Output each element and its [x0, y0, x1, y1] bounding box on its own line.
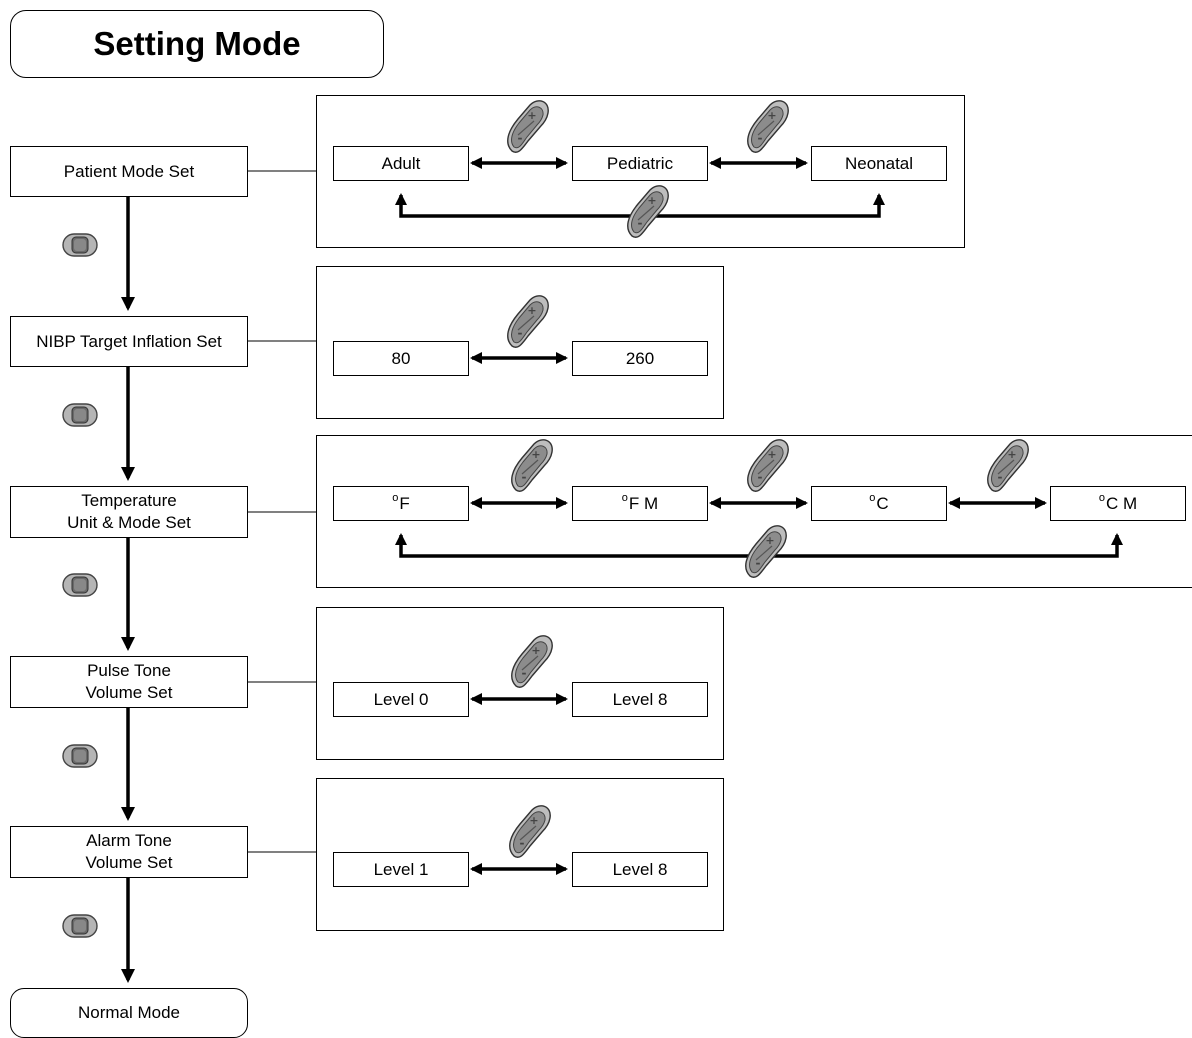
option-level-0: Level 0: [333, 682, 469, 717]
option-label: Level 8: [612, 689, 668, 709]
mode-key-icon: [62, 403, 98, 427]
panel-alarm-tone: [316, 778, 724, 931]
step-nibp-target: NIBP Target Inflation Set: [10, 316, 248, 367]
panel-temperature: [316, 435, 1192, 588]
option-label: Pediatric: [606, 153, 674, 173]
panel-patient-mode: [316, 95, 965, 248]
option-label: C: [876, 493, 889, 513]
option-label: 80: [391, 348, 411, 368]
option-level-8: Level 8: [572, 682, 708, 717]
mode-key-icon: [62, 744, 98, 768]
option-level-1: Level 1: [333, 852, 469, 887]
option-label: C M: [1105, 493, 1138, 513]
degree-symbol: o: [621, 491, 628, 504]
step-label-line1: NIBP Target Inflation Set: [36, 331, 222, 351]
option-label: Adult: [381, 153, 421, 173]
panel-connectors: [248, 170, 316, 853]
step-label-line2: Unit & Mode Set: [67, 513, 191, 532]
degree-symbol: o: [1098, 491, 1105, 504]
step-temperature: Temperature Unit & Mode Set: [10, 486, 248, 538]
option-label: Level 8: [612, 859, 668, 879]
step-label-line1: Patient Mode Set: [63, 161, 195, 181]
option-pediatric: Pediatric: [572, 146, 708, 181]
option-adult: Adult: [333, 146, 469, 181]
step-pulse-tone: Pulse Tone Volume Set: [10, 656, 248, 708]
panel-pulse-tone: [316, 607, 724, 760]
step-label-line1: Alarm Tone: [86, 831, 172, 850]
option-label: Level 0: [373, 689, 429, 709]
mode-key-icon: [62, 914, 98, 938]
page-title: Setting Mode: [10, 10, 384, 78]
option-80: 80: [333, 341, 469, 376]
normal-mode-terminal: Normal Mode: [10, 988, 248, 1038]
option-label: Level 1: [373, 859, 429, 879]
step-alarm-tone: Alarm Tone Volume Set: [10, 826, 248, 878]
degree-symbol: o: [392, 491, 399, 504]
option-level-8: Level 8: [572, 852, 708, 887]
option-label: F M: [628, 493, 659, 513]
step-label-line2: Volume Set: [85, 683, 173, 702]
degree-symbol: o: [869, 491, 876, 504]
mode-key-icon: [62, 233, 98, 257]
mode-key-icon: [62, 573, 98, 597]
step-label-line1: Temperature: [81, 491, 177, 510]
step-label-line1: Pulse Tone: [87, 661, 171, 680]
step-label-line2: Volume Set: [85, 853, 173, 872]
option-label: Neonatal: [844, 153, 914, 173]
option-label: F: [399, 493, 410, 513]
option-260: 260: [572, 341, 708, 376]
option-neonatal: Neonatal: [811, 146, 947, 181]
option-label: 260: [625, 348, 655, 368]
step-patient-mode: Patient Mode Set: [10, 146, 248, 197]
end-label: Normal Mode: [77, 1003, 181, 1022]
panel-nibp: [316, 266, 724, 419]
